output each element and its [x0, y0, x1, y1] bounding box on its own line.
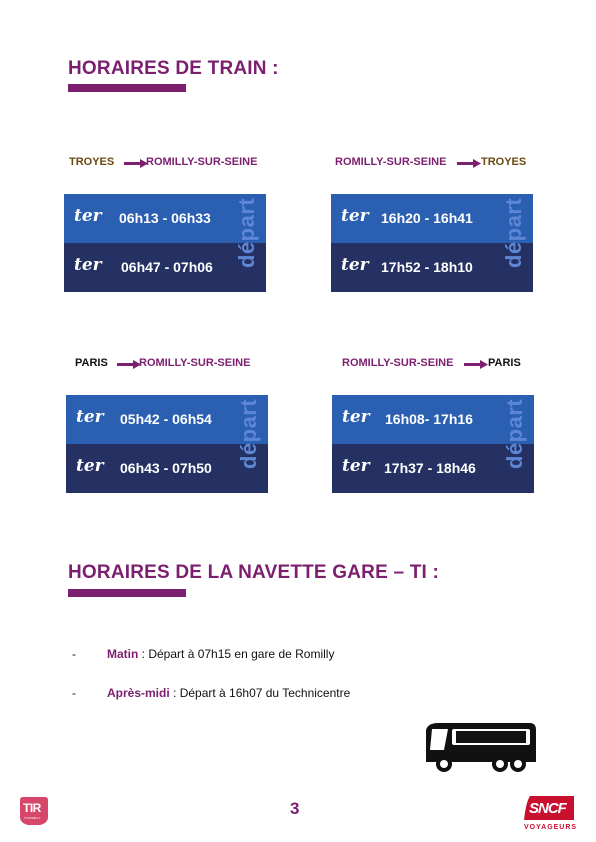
departure-row: ter 06h47 - 07h06: [64, 243, 266, 292]
route-origin: PARIS: [75, 357, 108, 369]
bus-icon: [426, 723, 536, 772]
departure-time: 06h47 - 07h06: [121, 259, 213, 275]
shuttle-period-label: Après-midi: [107, 686, 170, 700]
route-label-romilly-paris: ROMILLY-SUR-SEINE PARIS: [342, 357, 542, 371]
shuttle-detail: : Départ à 07h15 en gare de Romilly: [138, 647, 335, 661]
departure-time: 16h20 - 16h41: [381, 210, 473, 226]
departure-time: 05h42 - 06h54: [120, 411, 212, 427]
route-origin: ROMILLY-SUR-SEINE: [335, 156, 447, 168]
schedule-card-romilly-troyes: ter 16h20 - 16h41 ter 17h52 - 18h10 dépa…: [331, 194, 533, 292]
departure-time: 16h08- 17h16: [385, 411, 473, 427]
departure-row: ter 06h43 - 07h50: [66, 444, 268, 493]
route-label-romilly-troyes: ROMILLY-SUR-SEINE TROYES: [335, 156, 535, 170]
departure-row: ter 17h37 - 18h46: [332, 444, 534, 493]
page-number: 3: [290, 799, 300, 818]
tir-logo-text: TIR: [23, 801, 41, 815]
depart-side-label: départ: [501, 197, 526, 268]
departure-time: 17h52 - 18h10: [381, 259, 473, 275]
ter-logo-icon: ter: [341, 255, 370, 275]
svg-text:ter: ter: [342, 456, 371, 476]
sncf-logo-text: SNCF: [529, 800, 567, 817]
tir-logo-icon: [20, 797, 48, 825]
departure-time: 06h13 - 06h33: [119, 210, 211, 226]
departure-row: ter 06h13 - 06h33: [64, 194, 266, 243]
shuttle-period-label: Matin: [107, 647, 139, 661]
departure-row: ter 16h08- 17h16: [332, 395, 534, 444]
ter-logo-icon: ter: [74, 255, 103, 275]
svg-text:ter: ter: [341, 255, 370, 275]
right-arrow-icon: [457, 159, 481, 168]
route-origin: ROMILLY-SUR-SEINE: [342, 357, 454, 369]
tir-logo-subtext: TI ROMILLY: [24, 816, 41, 820]
ter-logo-icon: ter: [342, 407, 371, 427]
ter-logo-icon: ter: [76, 407, 105, 427]
ter-logo-icon: ter: [74, 206, 103, 226]
departure-time: 17h37 - 18h46: [384, 460, 476, 476]
list-bullet: -: [72, 686, 76, 700]
sncf-logo-subtext: VOYAGEURS: [524, 824, 578, 831]
shuttle-schedule-heading: HORAIRES DE LA NAVETTE GARE – TI :: [68, 562, 439, 583]
route-origin: TROYES: [69, 156, 115, 168]
ter-logo-icon: ter: [341, 206, 370, 226]
right-arrow-icon: [464, 360, 488, 369]
departure-row: ter 05h42 - 06h54: [66, 395, 268, 444]
shuttle-heading-underline: [68, 589, 186, 597]
schedule-card-romilly-paris: ter 16h08- 17h16 ter 17h37 - 18h46 dépar…: [332, 395, 534, 493]
depart-side-label: départ: [236, 398, 261, 469]
shuttle-detail: : Départ à 16h07 du Technicentre: [169, 686, 351, 700]
svg-text:ter: ter: [76, 407, 105, 427]
sncf-logo-icon: [524, 796, 574, 820]
train-schedule-heading: HORAIRES DE TRAIN :: [68, 58, 279, 79]
depart-side-label: départ: [502, 398, 527, 469]
depart-side-label: départ: [234, 197, 259, 268]
svg-text:ter: ter: [76, 456, 105, 476]
right-arrow-icon: [124, 159, 148, 168]
departure-row: ter 17h52 - 18h10: [331, 243, 533, 292]
route-destination: PARIS: [488, 357, 521, 369]
sncf-logo: SNCF: [524, 794, 574, 822]
ter-logo-icon: ter: [342, 456, 371, 476]
departure-row: ter 16h20 - 16h41: [331, 194, 533, 243]
tir-logo: TIR TI ROMILLY: [18, 795, 50, 827]
svg-text:ter: ter: [74, 255, 103, 275]
svg-text:ter: ter: [74, 206, 103, 226]
svg-text:ter: ter: [341, 206, 370, 226]
departure-time: 06h43 - 07h50: [120, 460, 212, 476]
route-destination: ROMILLY-SUR-SEINE: [139, 357, 251, 369]
route-label-troyes-romilly: TROYES ROMILLY-SUR-SEINE: [69, 156, 269, 170]
list-bullet: -: [72, 647, 76, 661]
train-heading-underline: [68, 84, 186, 92]
right-arrow-icon: [117, 360, 141, 369]
schedule-card-troyes-romilly: ter 06h13 - 06h33 ter 06h47 - 07h06 dépa…: [64, 194, 266, 292]
route-label-paris-romilly: PARIS ROMILLY-SUR-SEINE: [75, 357, 275, 371]
route-destination: ROMILLY-SUR-SEINE: [146, 156, 258, 168]
ter-logo-icon: ter: [76, 456, 105, 476]
schedule-card-paris-romilly: ter 05h42 - 06h54 ter 06h43 - 07h50 dépa…: [66, 395, 268, 493]
route-destination: TROYES: [481, 156, 527, 168]
svg-text:ter: ter: [342, 407, 371, 427]
